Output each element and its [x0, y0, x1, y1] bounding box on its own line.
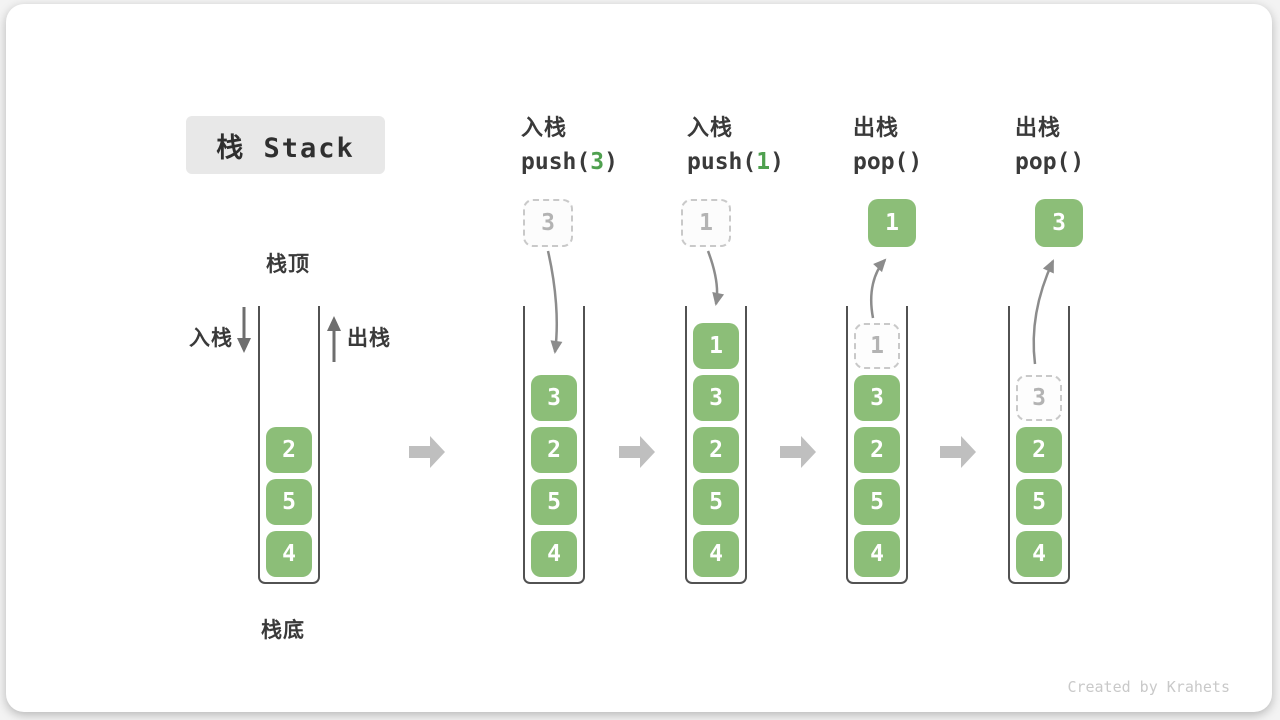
stack-top-label: 栈顶 — [266, 253, 310, 276]
popped-value-box: 1 — [868, 199, 916, 247]
stack-element: 3 — [531, 375, 577, 421]
push-1-arrow — [706, 250, 725, 306]
stack-element: 2 — [531, 427, 577, 473]
stack-element: 2 — [1016, 427, 1062, 473]
diagram-card: 栈 Stack 栈顶 栈底 入栈 出栈 入栈 push(3) 入栈 push(1… — [6, 4, 1272, 712]
code-label: pop() — [853, 149, 923, 175]
code-label: push(1) — [687, 149, 784, 175]
stack-element: 3 — [854, 375, 900, 421]
stack-after-pop-1: 1 3 2 5 4 — [846, 306, 908, 584]
stack-bottom-label: 栈底 — [261, 619, 305, 642]
step-arrow-icon — [940, 436, 976, 468]
code-arg: 3 — [590, 149, 605, 175]
stack-initial: 2 5 4 — [258, 306, 320, 584]
stack-element: 5 — [693, 479, 739, 525]
push-side-label: 入栈 — [189, 327, 233, 350]
op-label: 出栈 — [853, 115, 900, 140]
pop-side-label: 出栈 — [347, 327, 391, 350]
op-label: 入栈 — [521, 115, 568, 140]
stack-element: 1 — [693, 323, 739, 369]
stack-element: 5 — [531, 479, 577, 525]
title-text: 栈 Stack — [216, 132, 355, 164]
popped-ghost-slot: 1 — [854, 323, 900, 369]
stack-element: 5 — [266, 479, 312, 525]
stack-element: 2 — [266, 427, 312, 473]
watermark: Created by Krahets — [1067, 678, 1230, 696]
header-pop-3: 出栈 pop() — [1015, 110, 1084, 175]
step-arrow-icon — [409, 436, 445, 468]
stack-after-push-3: 3 2 5 4 — [523, 306, 585, 584]
code-arg: 1 — [756, 149, 771, 175]
stack-element: 4 — [531, 531, 577, 577]
stack-after-push-1: 1 3 2 5 4 — [685, 306, 747, 584]
op-label: 入栈 — [687, 115, 734, 140]
step-arrow-icon — [780, 436, 816, 468]
step-arrow-icon — [619, 436, 655, 468]
stack-element: 4 — [693, 531, 739, 577]
op-label: 出栈 — [1015, 115, 1062, 140]
incoming-value-box: 3 — [523, 199, 573, 247]
stack-after-pop-3: 3 2 5 4 — [1008, 306, 1070, 584]
header-push-3: 入栈 push(3) — [521, 110, 618, 175]
stack-element: 2 — [854, 427, 900, 473]
stack-element: 5 — [1016, 479, 1062, 525]
popped-ghost-slot: 3 — [1016, 375, 1062, 421]
stack-element: 4 — [266, 531, 312, 577]
stack-element: 5 — [854, 479, 900, 525]
code-label: pop() — [1015, 149, 1085, 175]
popped-value-box: 3 — [1035, 199, 1083, 247]
title-badge: 栈 Stack — [186, 116, 385, 174]
stack-element: 2 — [693, 427, 739, 473]
header-pop-1: 出栈 pop() — [853, 110, 922, 175]
code-label: push(3) — [521, 149, 618, 175]
stack-element: 3 — [693, 375, 739, 421]
incoming-value-box: 1 — [681, 199, 731, 247]
stack-element: 4 — [854, 531, 900, 577]
stack-element: 4 — [1016, 531, 1062, 577]
header-push-1: 入栈 push(1) — [687, 110, 784, 175]
